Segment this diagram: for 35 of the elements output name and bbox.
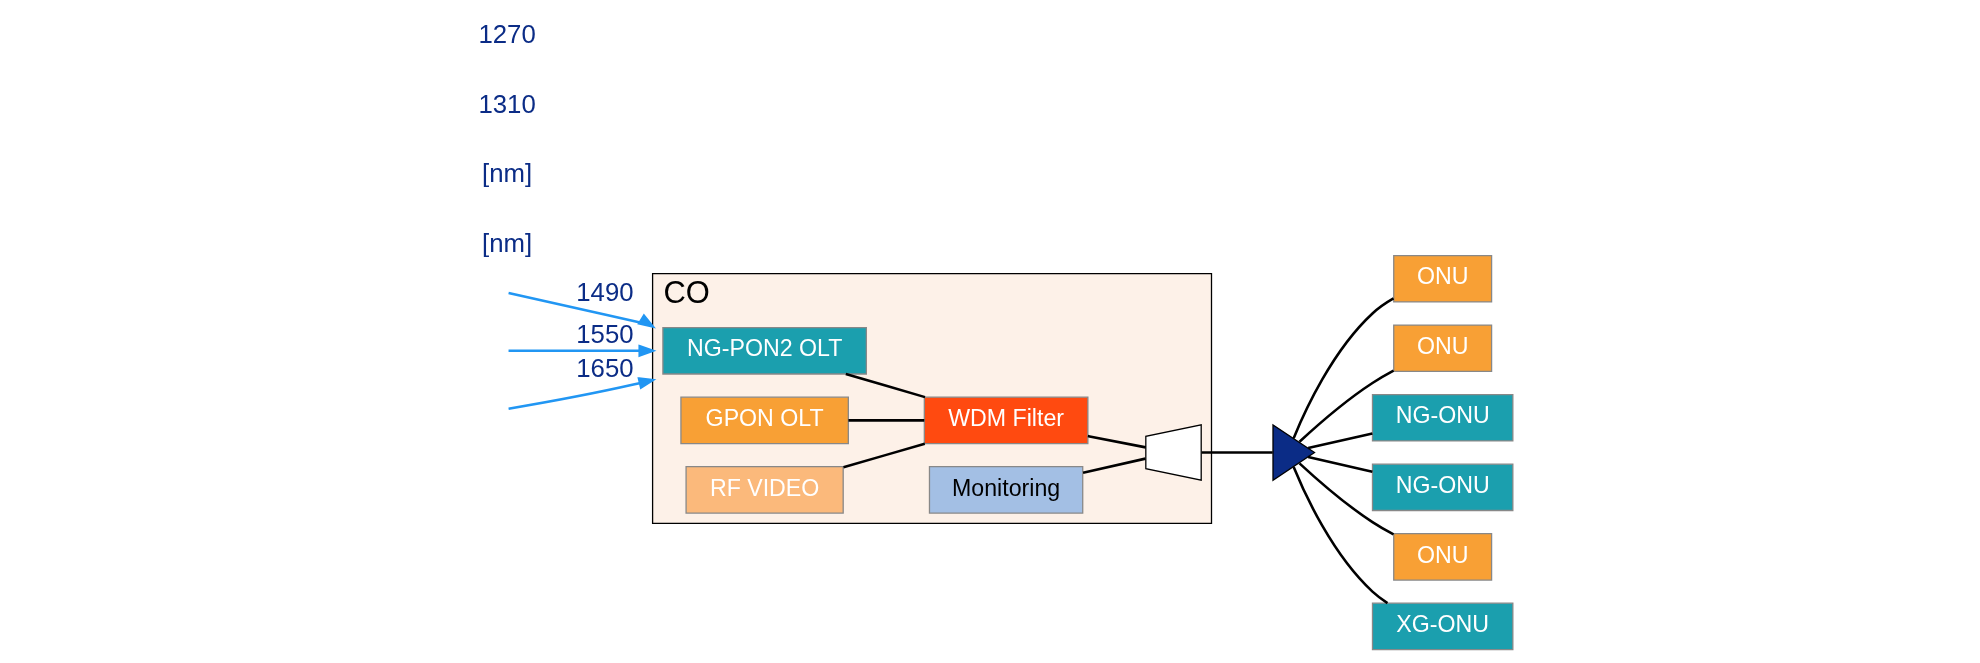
arrow bbox=[508, 291, 656, 329]
edge-label: 1490 bbox=[576, 277, 634, 306]
node-box: GPON OLT bbox=[680, 396, 849, 445]
label: 1270 bbox=[478, 20, 536, 49]
edge-label: 1550 bbox=[576, 320, 634, 349]
label: 1310 bbox=[478, 89, 536, 118]
node-triangle bbox=[1272, 423, 1316, 482]
node-box: ONU bbox=[1393, 324, 1493, 373]
edge-label: 1650 bbox=[576, 353, 634, 382]
connector bbox=[1292, 466, 1389, 605]
connector bbox=[845, 372, 926, 399]
connector bbox=[1307, 432, 1373, 450]
label: [nm] bbox=[482, 159, 533, 188]
node-box: ONU bbox=[1393, 533, 1493, 581]
node-box: Monitoring bbox=[928, 466, 1084, 514]
arrow bbox=[508, 344, 657, 358]
node-box: WDM Filter bbox=[923, 396, 1089, 445]
node-box: NG-PON2 OLT bbox=[662, 327, 867, 375]
connector bbox=[843, 442, 926, 469]
connector bbox=[1298, 462, 1395, 536]
node-box: NG-ONU bbox=[1371, 463, 1514, 512]
node-box: NG-ONU bbox=[1371, 393, 1514, 442]
label: [nm] bbox=[482, 228, 533, 257]
connector bbox=[848, 419, 925, 422]
connector bbox=[1082, 457, 1146, 474]
connector bbox=[1087, 434, 1146, 449]
connector bbox=[1298, 369, 1395, 443]
connector bbox=[1292, 297, 1395, 439]
node-trapezoid bbox=[1145, 424, 1202, 482]
connector bbox=[1307, 455, 1373, 473]
connector bbox=[1201, 451, 1273, 454]
node-box: XG-ONU bbox=[1371, 602, 1514, 651]
node-box: ONU bbox=[1393, 254, 1493, 303]
node-box: RF VIDEO bbox=[685, 466, 844, 514]
arrow bbox=[508, 377, 657, 410]
